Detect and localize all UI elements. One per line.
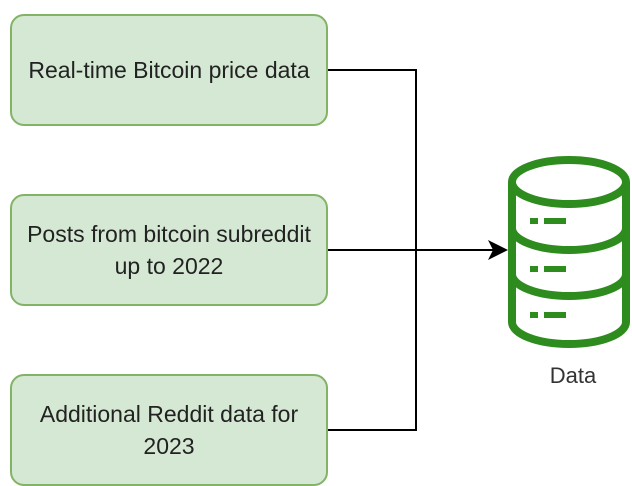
arrowhead xyxy=(488,240,508,260)
source-label: Real-time Bitcoin price data xyxy=(28,57,310,83)
database-label: Data xyxy=(549,363,597,388)
source-box-bitcoin-price: Real-time Bitcoin price data xyxy=(10,14,328,126)
source-label: Posts from bitcoin subreddit up to 2022 xyxy=(27,221,311,279)
source-label: Additional Reddit data for 2023 xyxy=(39,401,299,459)
source-box-reddit-2023: Additional Reddit data for 2023 xyxy=(10,374,328,486)
source-box-bitcoin-subreddit: Posts from bitcoin subreddit up to 2022 xyxy=(10,194,328,306)
database-icon xyxy=(508,156,630,348)
